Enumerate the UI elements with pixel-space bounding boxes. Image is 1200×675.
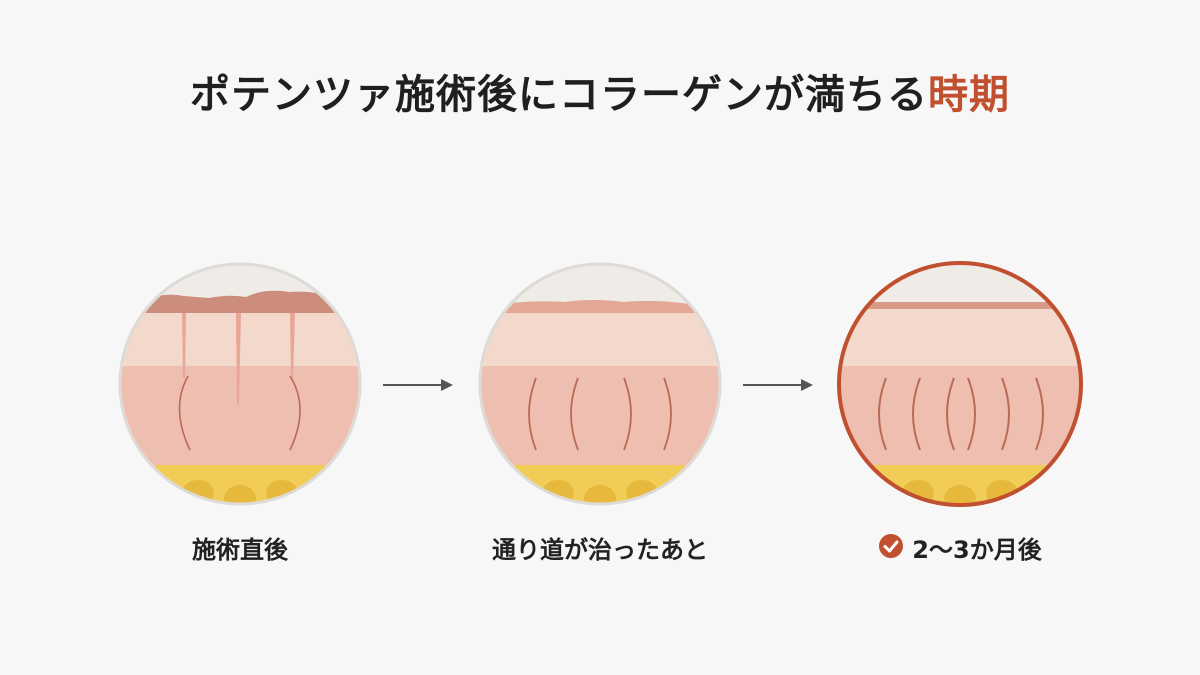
- upper-dermis-layer: [480, 312, 720, 367]
- collagen-fiber: [663, 377, 672, 451]
- stage-3-label-text: 2〜3か月後: [912, 536, 1042, 564]
- stage-1-label: 施術直後: [192, 536, 288, 564]
- title-accent: 時期: [928, 72, 1010, 118]
- upper-dermis-layer: [840, 308, 1080, 367]
- fat-cell: [944, 485, 976, 504]
- stage-2-illustration: [474, 258, 726, 510]
- stage-3-label: 2〜3か月後: [800, 530, 1120, 565]
- collagen-fiber: [967, 377, 976, 451]
- fat-cell: [224, 485, 256, 504]
- smooth-epidermis: [840, 302, 1080, 309]
- stage-3-illustration: [834, 258, 1086, 510]
- collagen-fiber: [946, 377, 955, 451]
- damaged-epidermis: [134, 290, 346, 313]
- micro-channel: [290, 313, 295, 378]
- collagen-fiber: [289, 375, 301, 451]
- circle-border: [118, 262, 362, 506]
- stage-1-illustration: [114, 258, 366, 510]
- highlight-circle-border: [837, 261, 1083, 507]
- collagen-fiber: [878, 377, 887, 451]
- fat-cell: [584, 485, 616, 504]
- collagen-fiber: [1035, 377, 1044, 451]
- dermis-layer: [120, 366, 360, 470]
- micro-channel: [236, 313, 241, 404]
- collagen-fiber: [1001, 377, 1010, 451]
- title-main: ポテンツァ施術後にコラーゲンが満ちる: [190, 72, 928, 118]
- collagen-fiber: [528, 377, 537, 451]
- dermis-layer: [840, 366, 1080, 470]
- healing-epidermis: [494, 300, 706, 313]
- collagen-fiber: [912, 377, 921, 451]
- check-circle-icon: [878, 533, 904, 565]
- collagen-fiber: [178, 375, 191, 451]
- collagen-fiber: [623, 377, 632, 451]
- micro-channel: [182, 313, 186, 378]
- arrow-2: [743, 375, 815, 399]
- dermis-layer: [480, 366, 720, 470]
- arrow-1: [383, 375, 455, 399]
- collagen-fiber: [570, 377, 579, 451]
- circle-border: [478, 262, 722, 506]
- page-title: ポテンツァ施術後にコラーゲンが満ちる時期: [0, 62, 1200, 120]
- stage-2-label: 通り道が治ったあと: [492, 536, 708, 564]
